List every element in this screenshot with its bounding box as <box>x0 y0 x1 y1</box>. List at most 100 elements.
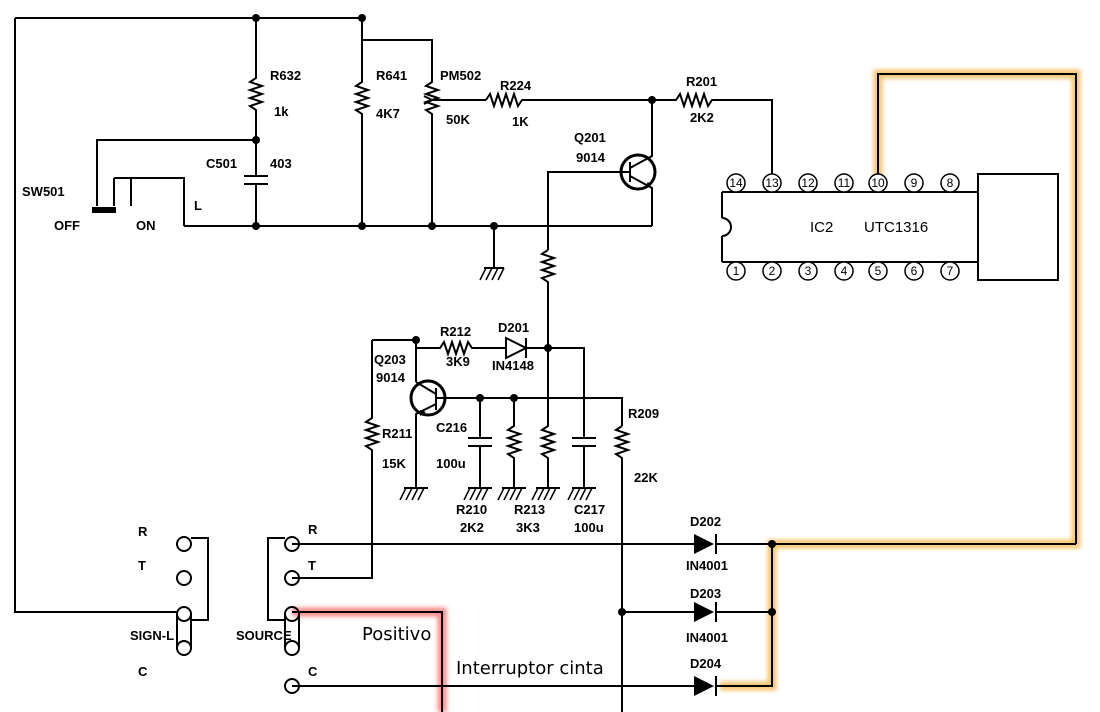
source-t-label: T <box>308 558 316 573</box>
ic-top-pin-8: 8 <box>940 173 960 193</box>
r209-resistor <box>612 425 632 712</box>
ic-bottom-pin-label: 5 <box>875 264 882 278</box>
ic-bottom-pin-5: 5 <box>868 261 888 281</box>
ic-top-pin-label: 9 <box>911 176 918 190</box>
d203-value: IN4001 <box>686 630 728 645</box>
sw501-switch <box>92 139 256 226</box>
r213-value: 3K3 <box>516 520 540 535</box>
r212-resistor <box>415 338 506 358</box>
base-resistor <box>538 249 558 348</box>
q203-ref: Q203 <box>374 352 406 367</box>
interruptor-annotation: Interruptor cinta <box>456 658 604 679</box>
d201-ref: D201 <box>498 320 529 335</box>
ic-bottom-pin-6: 6 <box>904 261 924 281</box>
q203-ground <box>399 487 428 501</box>
r213-ref: R213 <box>514 502 545 517</box>
r632-resistor <box>246 70 266 140</box>
d201-value: IN4148 <box>492 358 534 373</box>
ic-top-pin-13: 13 <box>762 173 782 193</box>
r224-ref: R224 <box>500 78 532 93</box>
ic-bottom-pin-label: 3 <box>805 264 812 278</box>
d202-value: IN4001 <box>686 558 728 573</box>
sign-l-r-label: R <box>138 524 148 539</box>
ic-bottom-pins: 1 2 3 4 5 6 7 <box>726 261 960 281</box>
ic-top-pin-label: 13 <box>765 176 779 190</box>
sw501-off-label: OFF <box>54 218 80 233</box>
r641-value: 4K7 <box>376 106 400 121</box>
positivo-annotation: Positivo <box>362 624 431 645</box>
ic2-ref: IC2 <box>810 219 833 236</box>
sign-l-t-label: T <box>138 558 146 573</box>
r211-resistor <box>292 339 416 579</box>
sign-l-label: SIGN-L <box>130 628 174 643</box>
d202-diode <box>292 534 1076 554</box>
ic-bottom-pin-7: 7 <box>940 261 960 281</box>
r641-resistor <box>352 74 372 226</box>
r209-ref: R209 <box>628 406 659 421</box>
r212-ref: R212 <box>440 324 471 339</box>
ic-top-pin-label: 10 <box>871 176 885 190</box>
r201-resistor <box>652 90 773 176</box>
ic2-part: UTC1316 <box>864 219 928 236</box>
ic-top-pin-10: 10 <box>868 173 888 193</box>
d204-diode <box>292 544 773 696</box>
sw501-ref: SW501 <box>22 184 65 199</box>
pm502-value: 50K <box>446 112 470 127</box>
q201-transistor <box>547 100 657 250</box>
r210-value: 2K2 <box>460 520 484 535</box>
ic-bottom-pin-label: 7 <box>947 264 954 278</box>
c501-value: 403 <box>270 156 292 171</box>
c217-value: 100u <box>574 520 604 535</box>
ic-bottom-pin-1: 1 <box>726 261 746 281</box>
ic-bottom-pin-label: 2 <box>769 264 776 278</box>
junction-dots <box>252 14 776 616</box>
r201-value: 2K2 <box>690 110 714 125</box>
positivo-wire <box>292 611 443 712</box>
c216-value: 100u <box>436 456 466 471</box>
d204-ref: D204 <box>690 656 722 671</box>
ic-top-pins: 14 13 12 11 10 9 8 <box>726 173 960 193</box>
q203-transistor <box>409 348 623 488</box>
ic-bottom-pin-label: 4 <box>841 264 848 278</box>
source-label: SOURCE <box>236 628 292 643</box>
ic-top-pin-label: 11 <box>838 176 851 190</box>
r209-value: 22K <box>634 470 658 485</box>
pm502-potentiometer <box>422 74 486 226</box>
r212-value: 3K9 <box>446 354 470 369</box>
top-rail-wire <box>14 17 433 613</box>
r211-ref: R211 <box>382 426 412 441</box>
sw501-l-label: L <box>194 198 202 213</box>
sw501-on-label: ON <box>136 218 156 233</box>
ic-top-pin-11: 11 <box>834 173 854 193</box>
ic-bottom-pin-2: 2 <box>762 261 782 281</box>
q203-value: 9014 <box>376 370 406 385</box>
ic-top-pin-12: 12 <box>798 173 818 193</box>
d202-ref: D202 <box>690 514 721 529</box>
source-r-label: R <box>308 522 318 537</box>
ic-bottom-pin-label: 1 <box>733 264 740 278</box>
c217-capacitor <box>567 358 596 501</box>
c501-capacitor <box>244 140 268 226</box>
r224-value: 1K <box>512 114 529 129</box>
ic2-chip <box>721 73 1077 544</box>
d203-ref: D203 <box>690 586 721 601</box>
sign-l-c-label: C <box>138 664 148 679</box>
r641-ref: R641 <box>376 68 407 83</box>
r213-resistor <box>531 348 560 501</box>
ic-top-pin-label: 12 <box>801 176 815 190</box>
q201-value: 9014 <box>576 150 606 165</box>
source-connector <box>267 536 300 694</box>
ground-rail-wire <box>184 225 652 281</box>
r632-value: 1k <box>274 104 289 119</box>
sign-l-connector <box>176 536 209 656</box>
d203-diode <box>622 602 772 622</box>
ic-bottom-pin-3: 3 <box>798 261 818 281</box>
r210-resistor <box>497 398 526 501</box>
r224-resistor <box>485 90 652 110</box>
c216-capacitor <box>463 398 492 501</box>
ic-bottom-pin-label: 6 <box>911 264 918 278</box>
ic-top-pin-14: 14 <box>726 173 746 193</box>
source-c-label: C <box>308 664 318 679</box>
